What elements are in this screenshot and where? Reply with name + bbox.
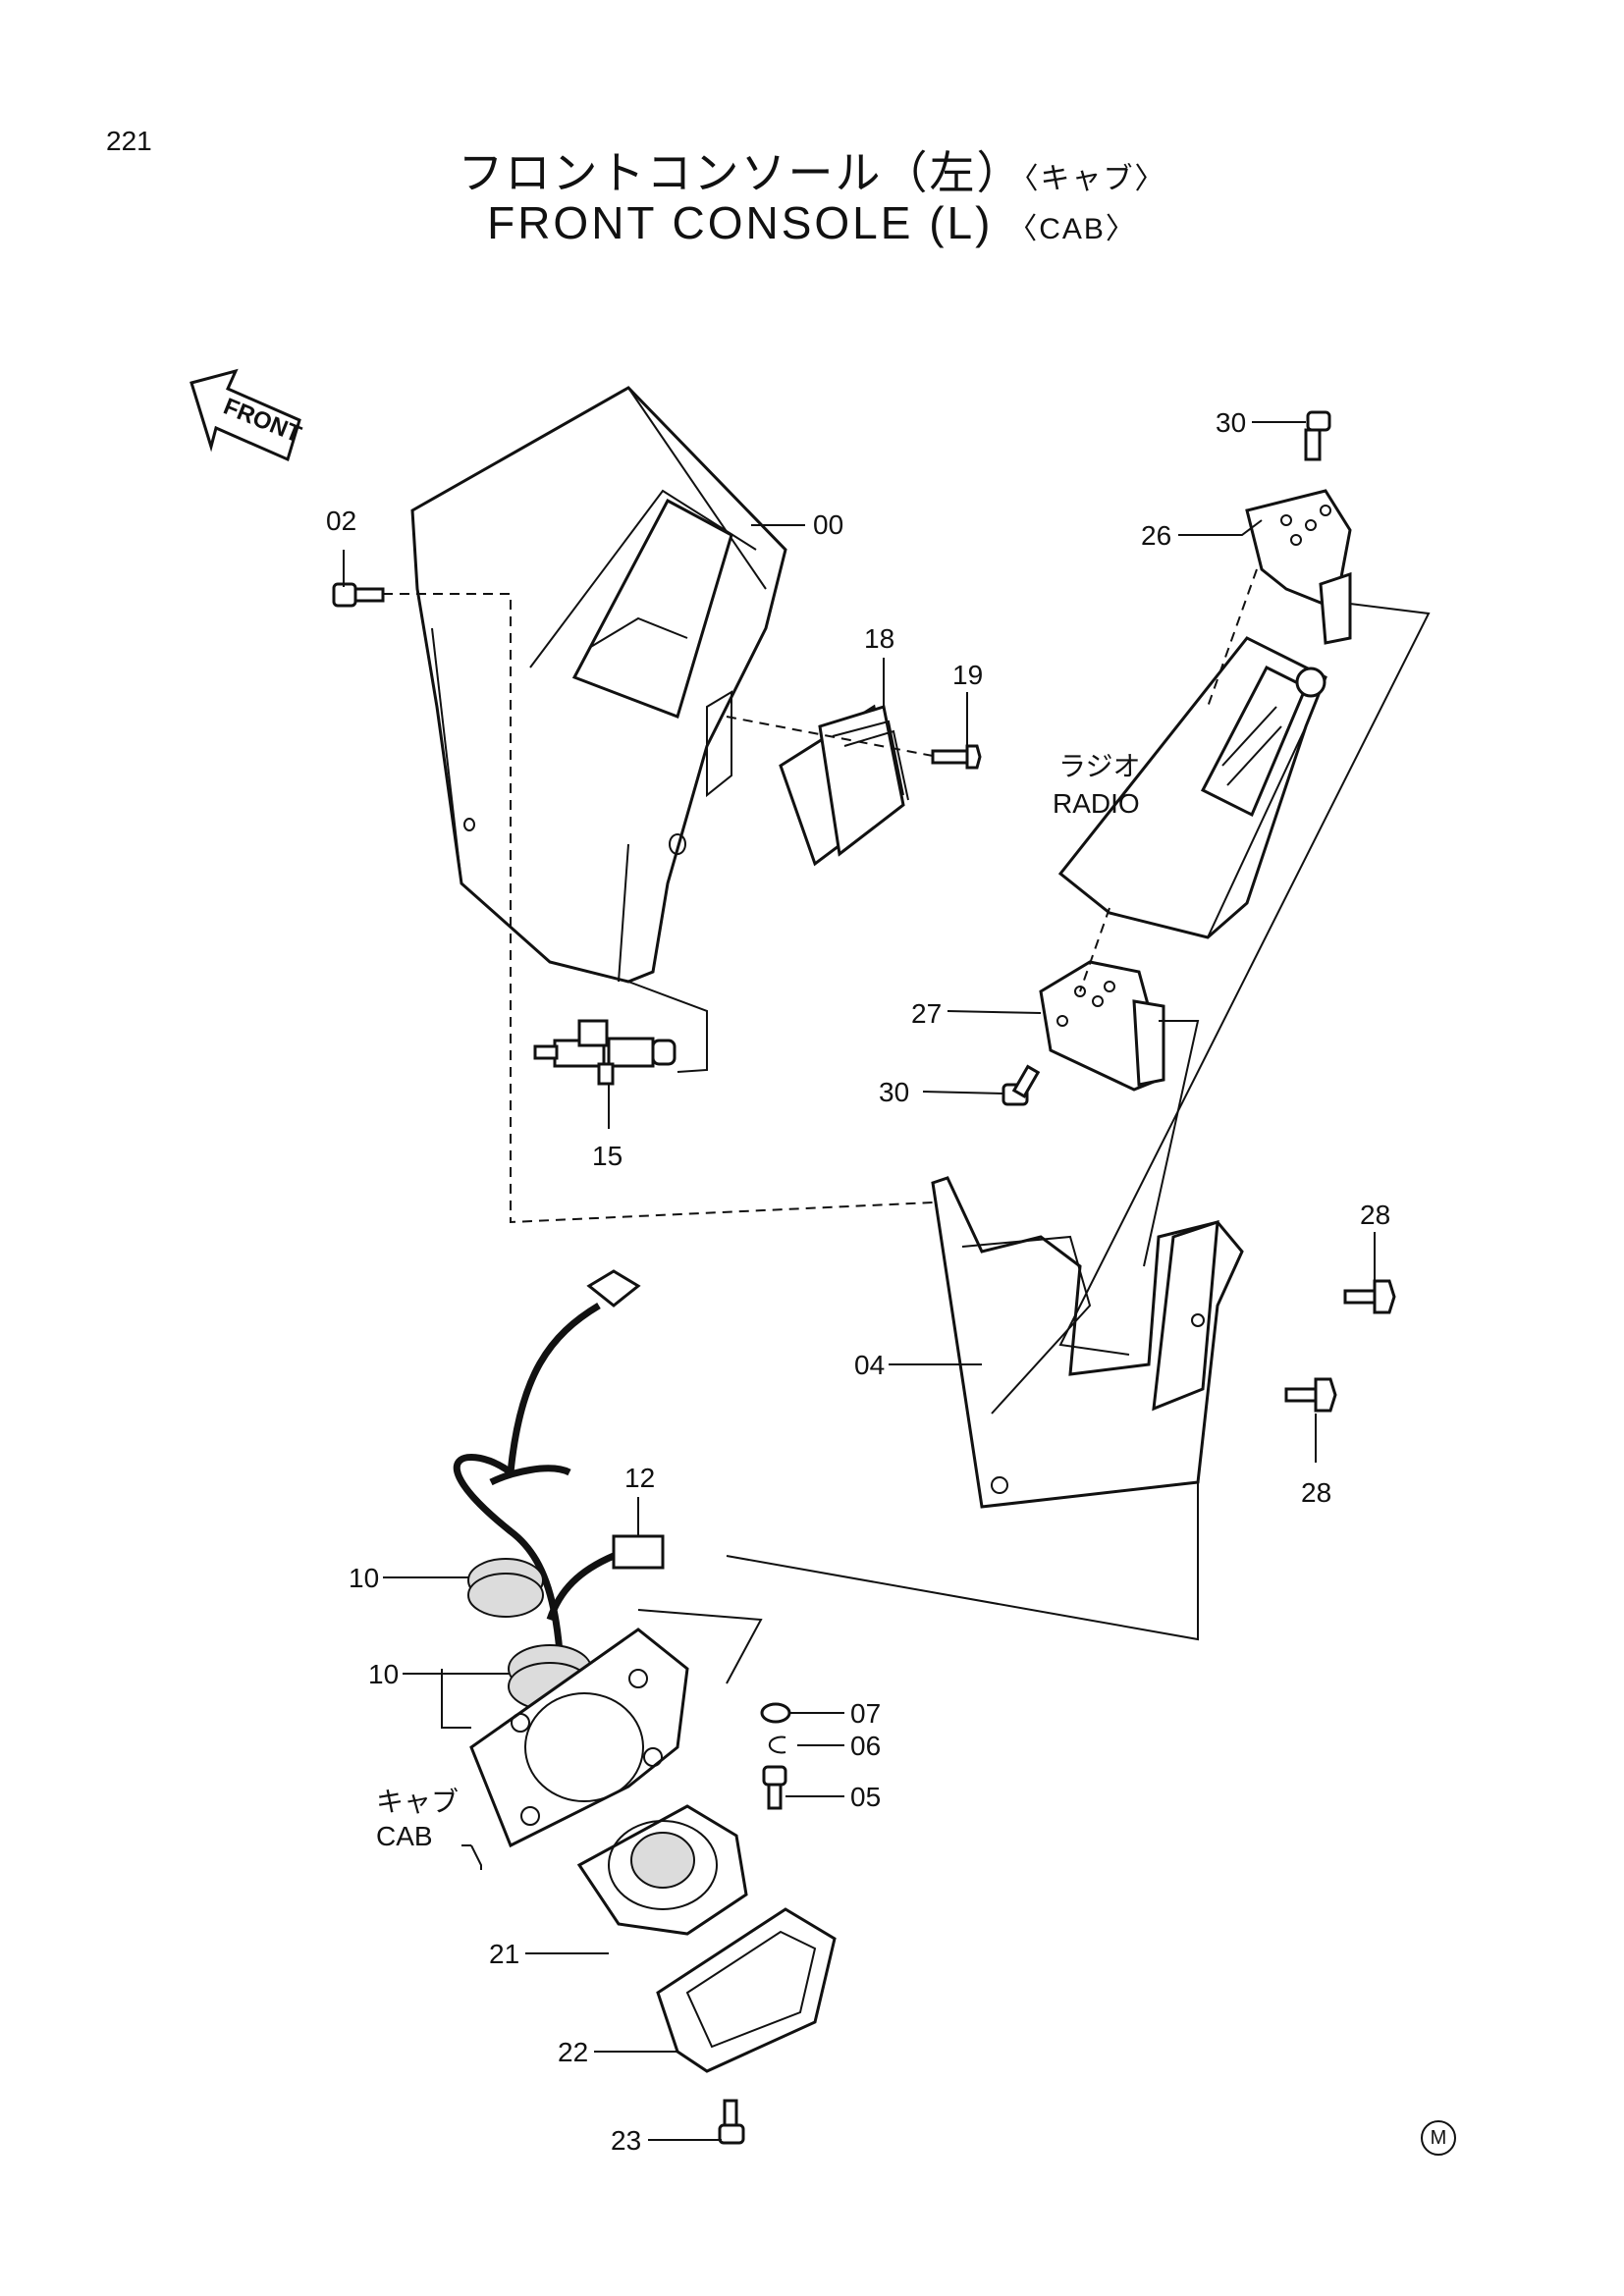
label-part-00: 00 (813, 509, 843, 540)
assembly-line-radio-lower (1079, 907, 1110, 992)
bolt-02 (332, 582, 385, 608)
bolt-28-upper (1343, 1279, 1396, 1314)
leader-30-bottom (922, 1091, 1004, 1095)
screw-23 (718, 2099, 745, 2145)
assembly-line-27 (1143, 1020, 1200, 1267)
screw-19 (931, 744, 982, 770)
leader-10-lower (403, 1673, 509, 1728)
leader-27 (947, 1010, 1042, 1014)
label-part-10-upper: 10 (349, 1563, 379, 1593)
label-part-30-top: 30 (1216, 407, 1246, 438)
bracket-27 (1039, 960, 1165, 1092)
assembly-line-15 (627, 981, 708, 1073)
label-part-27: 27 (911, 998, 942, 1029)
radio-unit (1057, 636, 1327, 939)
assembly-line-radio-bracket (1207, 568, 1258, 708)
label-part-12: 12 (624, 1463, 655, 1493)
label-part-04: 04 (854, 1350, 885, 1380)
title-english-sub: 〈CAB〉 (1007, 213, 1137, 245)
page-number: 221 (106, 126, 152, 156)
title-japanese: フロントコンソール（左）〈キャブ〉 (0, 137, 1624, 202)
bolt-28-lower (1284, 1377, 1337, 1413)
label-part-23: 23 (611, 2125, 641, 2156)
label-part-19: 19 (952, 660, 983, 690)
ferrite-core-upper (467, 1558, 544, 1618)
note-cab-ja: キャブ (376, 1787, 459, 1817)
note-radio-ja: ラジオ (1058, 751, 1140, 781)
label-part-22: 22 (558, 2037, 588, 2067)
cab-bracket (441, 1669, 482, 1870)
label-part-28-lower: 28 (1301, 1477, 1331, 1508)
lock-washer-06 (768, 1735, 786, 1754)
label-part-07: 07 (850, 1698, 881, 1729)
bracket-04 (931, 1176, 1244, 1509)
label-part-26: 26 (1141, 520, 1171, 551)
speaker-21 (576, 1804, 748, 1936)
label-part-15: 15 (592, 1141, 623, 1171)
note-radio-en: RADIO (1053, 788, 1140, 819)
cover-panel (779, 704, 909, 867)
label-part-05: 05 (850, 1782, 881, 1812)
speaker-mount-plate (469, 1628, 689, 1848)
note-cab-en: CAB (376, 1821, 433, 1851)
assembly-line-02 (383, 593, 934, 1224)
assembly-line-18 (726, 716, 934, 757)
corner-mark: M (1421, 2120, 1456, 2156)
assembly-line-cab (726, 1482, 1199, 1641)
washer-07 (760, 1702, 791, 1724)
title-japanese-main: フロントコンソール（左） (458, 147, 1024, 198)
label-part-10-lower: 10 (368, 1659, 399, 1689)
label-part-06: 06 (850, 1731, 881, 1761)
bolt-30-top (1304, 410, 1331, 461)
label-part-30-bottom: 30 (879, 1077, 909, 1107)
screw-05 (762, 1765, 787, 1810)
bolt-30-bottom (1001, 1064, 1041, 1106)
assembly-line-radio (1058, 603, 1431, 1356)
title-japanese-sub: 〈キャブ〉 (1023, 163, 1166, 195)
assembly-line-plate (637, 1609, 763, 1684)
title-english: FRONT CONSOLE (L) 〈CAB〉 (0, 196, 1624, 249)
label-part-28-upper: 28 (1360, 1200, 1390, 1230)
front-direction-arrow: FRONT (189, 368, 305, 462)
bracket-26 (1245, 489, 1352, 645)
label-part-18: 18 (864, 623, 894, 654)
leader-26 (1178, 519, 1263, 536)
valve-15 (533, 1019, 677, 1086)
label-part-02: 02 (326, 506, 356, 536)
front-console-cover (410, 386, 787, 984)
title-english-main: FRONT CONSOLE (L) (487, 197, 994, 248)
label-part-21: 21 (489, 1939, 519, 1969)
